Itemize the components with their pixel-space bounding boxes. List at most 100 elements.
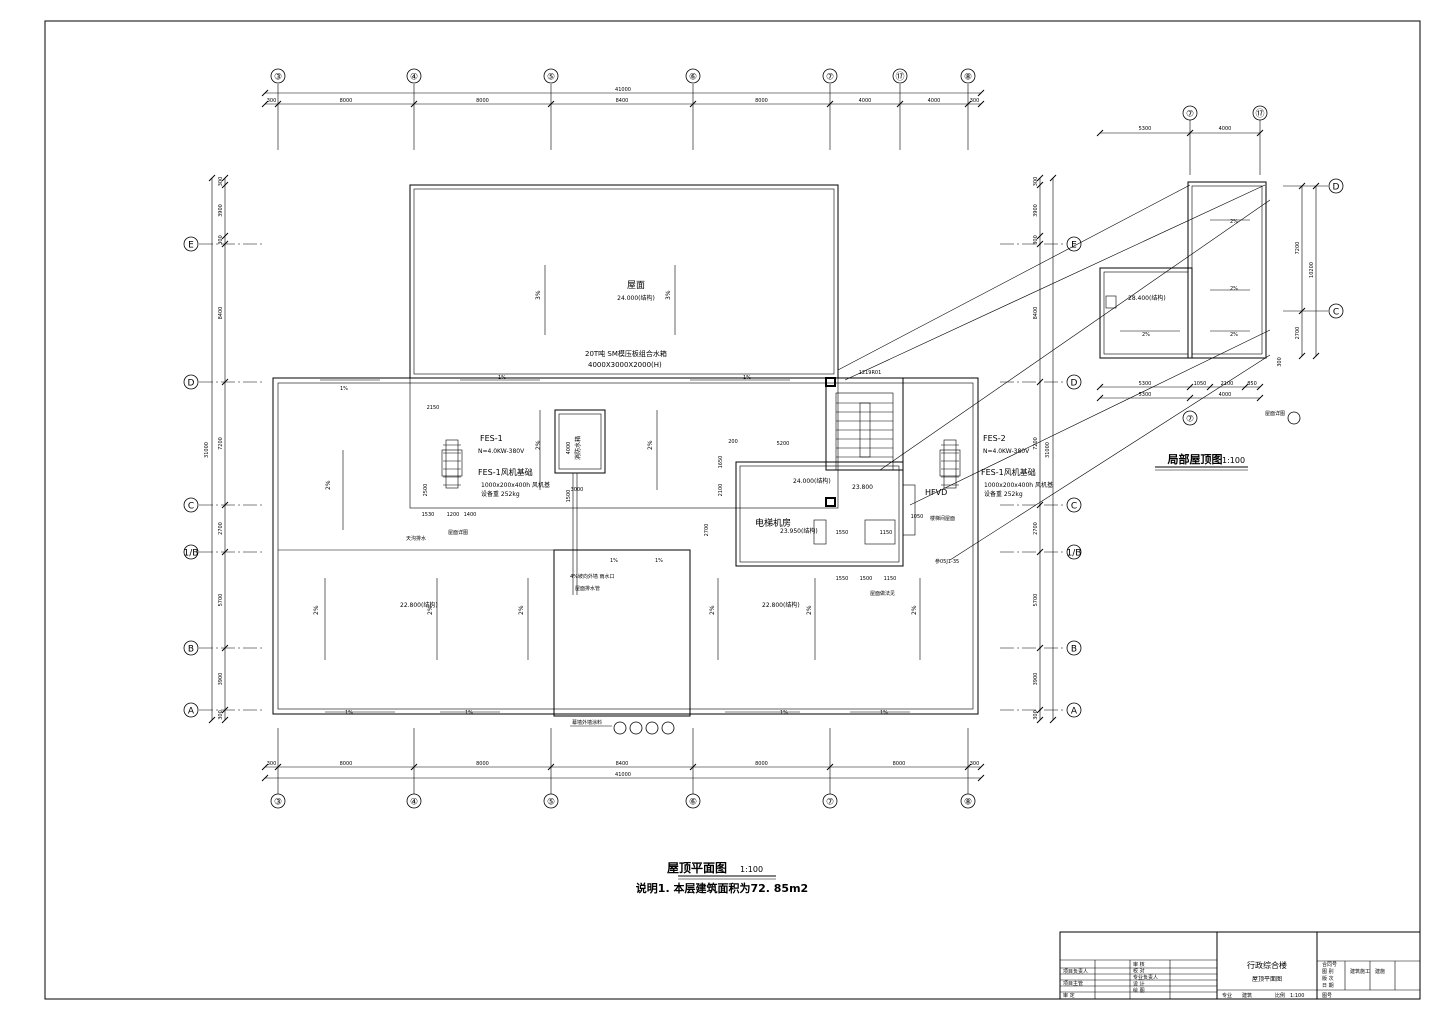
detail-dim-bot-1-2: 2100 xyxy=(1221,381,1234,387)
axis-right-bubble-3-label: 1/B xyxy=(1067,549,1082,559)
dim-2500: 2500 xyxy=(423,484,429,497)
slope-1: 1% xyxy=(340,386,348,392)
dim-top-seg-text-6: 4000 xyxy=(928,98,941,104)
dim-left-seg-text-0: 300 xyxy=(218,177,224,187)
fes2-base: FES-1风机基础 xyxy=(981,467,1036,477)
drawing-frame xyxy=(44,20,1421,1000)
dim-right-seg-tick-9 xyxy=(1036,716,1044,724)
dim-1550-a: 1550 xyxy=(836,530,849,536)
detail-dim-right-tick-2 xyxy=(1298,352,1306,360)
dim-1150-b: 1150 xyxy=(884,576,897,582)
dim-right-seg-text-3: 8400 xyxy=(1033,307,1039,320)
slope-18: 2% xyxy=(647,440,654,450)
dim-bot-seg-text-6: 300 xyxy=(970,761,980,767)
leader-1 xyxy=(837,184,1191,371)
dim-left-all-tick-1 xyxy=(208,716,216,724)
dimension-lines xyxy=(208,89,1057,782)
tb-right-3: 日 期 xyxy=(1322,983,1334,989)
tb-drawing: 屋顶平面图 xyxy=(1252,976,1282,983)
tb-left-2: 审 定 xyxy=(1063,992,1075,999)
stair-core xyxy=(825,377,904,471)
dim-bot-seg-tick-5 xyxy=(826,763,834,771)
notch-courtyard xyxy=(553,549,691,717)
upper-roof-label: 屋面 xyxy=(627,280,645,291)
dim-1150-a: 1150 xyxy=(880,530,893,536)
fes2-weight: 设备重 252kg xyxy=(984,490,1023,498)
slope-2: 1% xyxy=(498,375,506,381)
outer-frame xyxy=(44,20,1421,1000)
tb-right-2: 版 次 xyxy=(1322,975,1334,982)
elev-24: 24.000(结构) xyxy=(793,477,831,485)
upper-roof-elev: 24.000(结构) xyxy=(617,294,655,302)
tb-left-0: 项目负责人 xyxy=(1063,968,1088,975)
dim-bot-seg-tick-1 xyxy=(274,763,282,771)
axis-left-bubble-5-circle xyxy=(183,702,199,718)
dim-1200: 1200 xyxy=(447,512,460,518)
detail-right-bubble-0-label: D xyxy=(1333,183,1340,193)
dim-1530: 1530 xyxy=(422,512,435,518)
dim-bot-seg-tick-4 xyxy=(689,763,697,771)
dim-right-seg-text-0: 300 xyxy=(1033,177,1039,187)
axis-top-bubble-4-circle xyxy=(822,68,838,84)
detail-top-bubble-0-label: ⑦ xyxy=(1186,110,1194,120)
detail-top-bubble-1-label: ⑰ xyxy=(1255,109,1264,120)
axis-left-bubble-0-circle xyxy=(183,236,199,252)
axis-top-bubble-6-label: ⑧ xyxy=(964,73,972,83)
ref-bubble-2 xyxy=(645,721,659,735)
dim-1400: 1400 xyxy=(464,512,477,518)
water-tank-roof xyxy=(409,377,839,509)
detail-slope-2: 2% xyxy=(1230,286,1238,292)
axis-right-bubble-2-label: C xyxy=(1071,502,1077,512)
dim-1050: 1050 xyxy=(911,514,924,520)
detail-dim-right-1: 2700 xyxy=(1295,327,1301,340)
dim-top-all-tick-0 xyxy=(261,89,269,97)
dim-2700: 2700 xyxy=(704,524,710,537)
detail-dim-right-tick-1 xyxy=(1298,307,1306,315)
dim-left-seg-text-4: 7200 xyxy=(218,437,224,450)
slope-11: 2% xyxy=(313,605,320,615)
dim-left-seg-tick-4 xyxy=(221,378,229,386)
axis-left-bubble-3-label: 1/B xyxy=(184,549,199,559)
dim-bot-all-tick-0 xyxy=(261,774,269,782)
leader-4 xyxy=(909,329,1271,506)
axis-bottom-bubble-2-label: ⑤ xyxy=(547,798,555,808)
fes1-base: FES-1风机基础 xyxy=(478,467,533,477)
detail-dim-bot-1-tick-3 xyxy=(1241,383,1249,391)
ref-2: 屋面做法见 xyxy=(870,590,895,597)
dim-right-all-tick-1 xyxy=(1049,716,1057,724)
lower-roof-parapet xyxy=(277,382,974,710)
dim-2100: 2100 xyxy=(718,484,724,497)
detail-dim-right-all-tick-1 xyxy=(1312,352,1320,360)
dim-bottom-overall: 41000 xyxy=(615,772,631,778)
detail-bottom-bubble-0-circle xyxy=(1182,410,1198,426)
slope-3: 1% xyxy=(743,375,751,381)
fan-fes2-motor xyxy=(939,449,961,477)
detail-tall-outline xyxy=(1187,181,1267,359)
fes1-spec: 1000x200x400h 风机基 xyxy=(481,481,550,489)
column-mark-2 xyxy=(825,497,836,507)
main-plan-scale: 1:100 xyxy=(740,865,763,874)
axis-left-bubble-1-label: D xyxy=(188,379,195,389)
detail-dim-bot-2-tick-0 xyxy=(1096,394,1104,402)
tb-left-1: 项目主管 xyxy=(1063,980,1083,987)
detail-wide-outline xyxy=(1099,267,1193,359)
tb-mid-1: 校 对 xyxy=(1133,968,1145,975)
detail-right-bubble-0-circle xyxy=(1328,178,1344,194)
slope-10: 2% xyxy=(325,480,332,490)
dim-1550-b: 1550 xyxy=(836,576,849,582)
dim-right-seg-tick-3 xyxy=(1036,240,1044,248)
axis-left-bubble-2-label: C xyxy=(188,502,194,512)
detail-dim-bot-2-tick-2 xyxy=(1256,394,1264,402)
axis-bottom-bubble-4-label: ⑦ xyxy=(826,798,834,808)
dim-left-seg-tick-2 xyxy=(221,232,229,240)
fes1-label: FES-1 xyxy=(480,434,503,443)
dim-bot-seg-tick-3 xyxy=(547,763,555,771)
leader-2 xyxy=(844,184,1266,381)
downpipe-label: 屋面排水管 xyxy=(575,585,600,592)
dim-right-seg-text-8: 300 xyxy=(1033,710,1039,720)
tb-scale: 1:100 xyxy=(1290,993,1304,999)
elev-23-8: 23.800 xyxy=(852,484,873,491)
